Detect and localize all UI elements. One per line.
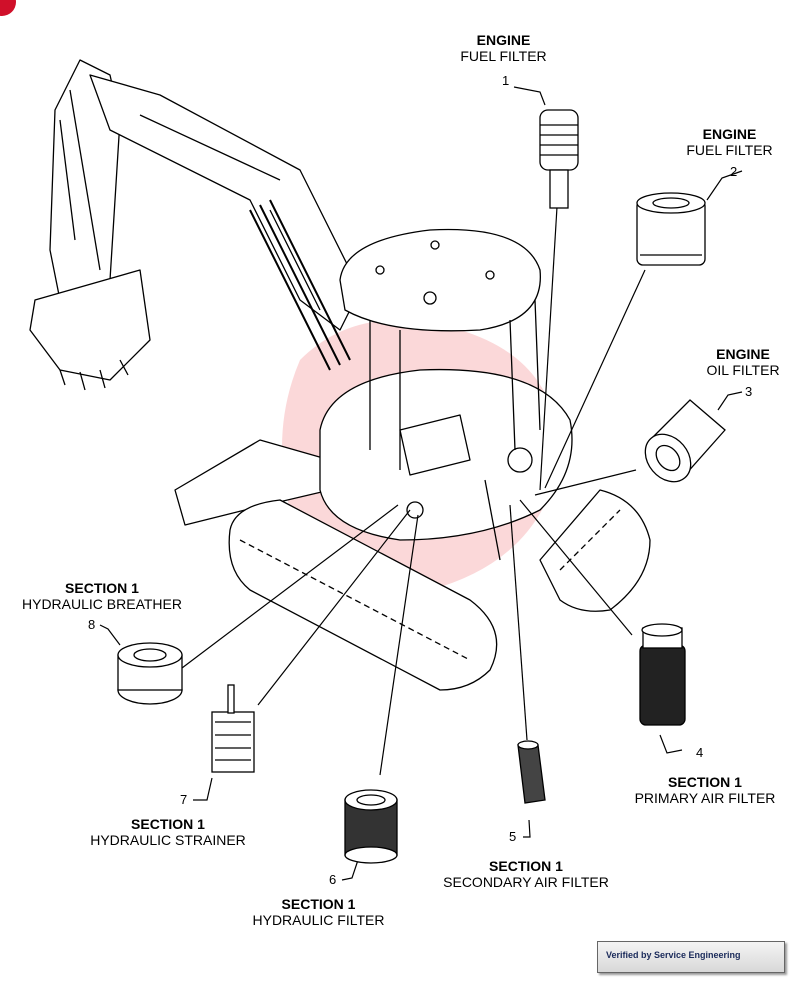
part-5-secondary-air-filter xyxy=(517,740,546,804)
part-8-hydraulic-breather xyxy=(117,642,183,705)
callout-2: 2 xyxy=(730,164,738,179)
callout-3: 3 xyxy=(745,384,753,399)
part-6-hydraulic-filter xyxy=(344,789,398,864)
part-7-hydraulic-strainer xyxy=(211,684,255,773)
excavator-drawing xyxy=(29,59,651,691)
part-1-fuel-filter xyxy=(539,109,579,209)
part-2-fuel-filter xyxy=(636,192,706,266)
callout-7: 7 xyxy=(180,792,188,807)
callout-5: 5 xyxy=(509,829,517,844)
verified-badge: Verified by Service Engineering xyxy=(597,941,785,973)
verified-badge-text: Verified by Service Engineering xyxy=(606,950,741,960)
callout-4: 4 xyxy=(696,745,704,760)
part-3-oil-filter xyxy=(644,399,726,483)
callout-1: 1 xyxy=(502,73,510,88)
callout-8: 8 xyxy=(88,617,96,632)
callout-6: 6 xyxy=(329,872,337,887)
leader-lines xyxy=(99,86,743,881)
part-4-primary-air-filter xyxy=(639,623,686,726)
